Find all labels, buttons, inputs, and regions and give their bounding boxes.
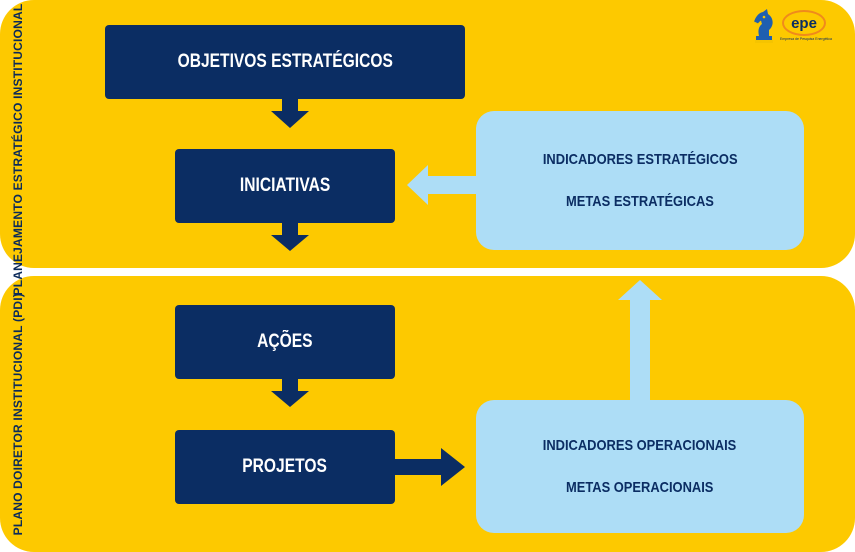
arrow-down-icon [271, 379, 309, 407]
indicadores-operacionais-box: INDICADORES OPERACIONAIS METAS OPERACION… [476, 400, 804, 533]
epe-logo: epe Empresa de Pesquisa Energética [750, 6, 832, 46]
acoes-text: AÇÕES [257, 331, 313, 352]
metas-estrategicas-text: METAS ESTRATÉGICAS [566, 192, 714, 210]
arrow-down-icon [271, 99, 309, 128]
logo-tagline: Empresa de Pesquisa Energética [780, 37, 832, 41]
projetos-box: PROJETOS [175, 430, 395, 504]
metas-operacionais-text: METAS OPERACIONAIS [566, 478, 714, 496]
arrow-right-icon [395, 448, 465, 486]
acoes-box: AÇÕES [175, 305, 395, 379]
projetos-text: PROJETOS [242, 456, 328, 477]
arrow-left-icon [407, 165, 476, 205]
objetivos-estrategicos-box: OBJETIVOS ESTRATÉGICOS [105, 25, 465, 99]
arrow-down-icon [271, 223, 309, 251]
indicadores-estrategicos-text: INDICADORES ESTRATÉGICOS [542, 150, 738, 168]
indicadores-estrategicos-box: INDICADORES ESTRATÉGICOS METAS ESTRATÉGI… [476, 111, 804, 250]
iniciativas-box: INICIATIVAS [175, 149, 395, 223]
indicadores-operacionais-text: INDICADORES OPERACIONAIS [543, 436, 737, 454]
objetivos-text: OBJETIVOS ESTRATÉGICOS [177, 51, 393, 72]
iniciativas-text: INICIATIVAS [239, 175, 331, 196]
knight-chess-icon [753, 9, 773, 43]
arrow-up-icon [618, 280, 662, 400]
epe-wordmark: epe [782, 10, 826, 36]
logo-name: epe [791, 14, 817, 32]
